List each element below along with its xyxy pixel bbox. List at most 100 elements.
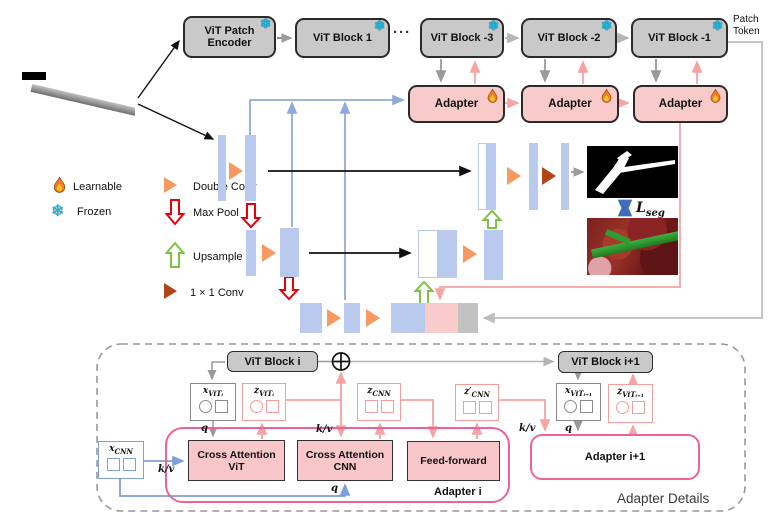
unet-dec1-bar-b — [561, 143, 569, 210]
port-q-xviti: q — [201, 423, 208, 434]
learnable-flame-icon — [601, 88, 612, 106]
mask-shape — [595, 151, 675, 194]
1x1-conv-icon — [542, 167, 556, 185]
feed-forward-box: Feed-forward — [407, 441, 500, 481]
square-token-icon — [122, 457, 136, 471]
arrow-image-to-unet — [137, 103, 215, 140]
unet-dec2-concat-white — [418, 230, 438, 278]
predicted-mask-image — [587, 146, 678, 198]
legend-flame-icon — [53, 175, 66, 198]
unet-dec1-concat-white — [478, 143, 487, 210]
port-kv-xcnn: k/v — [158, 464, 175, 475]
double-conv-icon — [262, 244, 276, 262]
double-conv-icon — [327, 309, 341, 327]
square-token-icon — [106, 457, 120, 471]
adapter-1-label: Adapter — [434, 98, 479, 110]
token-z-prime-cnn: z′CNN — [455, 384, 499, 421]
square-token-icon — [265, 399, 279, 413]
square-token-icon — [462, 400, 476, 414]
adapter-i-frame — [165, 427, 510, 503]
vit-block-minus3: ViT Block -3 ❄ — [420, 18, 504, 58]
unet-dec2-concat-blue — [438, 230, 457, 278]
frozen-snowflake-icon: ❄ — [260, 16, 271, 31]
unet-bottleneck-bar-b — [344, 303, 360, 333]
cross-attention-vit-box: Cross Attention ViT — [188, 440, 285, 481]
maxpool-arrow-1 — [240, 203, 262, 229]
vit-block-minus3-label: ViT Block -3 — [430, 32, 494, 44]
encoder-label-line1: ViT Patch — [204, 25, 255, 37]
port-q-xviti1: q — [565, 423, 572, 434]
token-z-vit-i: zViTᵢ — [242, 383, 286, 421]
circle-token-icon — [198, 399, 212, 413]
legend-learnable-label: Learnable — [73, 181, 122, 193]
wire-cnn-level1-adapter — [249, 94, 405, 135]
vit-block-1-label: ViT Block 1 — [312, 32, 373, 44]
maxpool-arrow-2 — [278, 276, 300, 301]
vit-block-i-plus-1: ViT Block i+1 — [558, 351, 653, 373]
token-x-cnn: xCNN — [98, 441, 144, 479]
square-token-icon — [380, 399, 394, 413]
vit-block-minus1-label: ViT Block -1 — [648, 32, 711, 44]
adapter-2-label: Adapter — [548, 98, 592, 110]
token-z-cnn: zCNN — [357, 383, 401, 421]
ground-truth-image — [587, 218, 678, 275]
adapter-i-plus-1-box: Adapter i+1 — [530, 434, 700, 480]
adapter-box-3: Adapter — [633, 85, 728, 123]
adapter-box-1: Adapter — [408, 85, 505, 123]
square-token-icon — [632, 400, 645, 414]
bottleneck-patch-token-feature — [458, 303, 478, 333]
vit-block-minus2-label: ViT Block -2 — [537, 32, 601, 44]
legend-max-pool-icon — [164, 198, 186, 231]
learnable-flame-icon — [487, 88, 498, 106]
image-corner-mask — [22, 72, 46, 80]
cross-attention-cnn-box: Cross Attention CNN — [297, 440, 393, 481]
unet-enc1-bar-b — [245, 135, 256, 201]
unet-enc2-bar-a — [246, 230, 256, 276]
adapter-3-label: Adapter — [658, 98, 703, 110]
port-kv-zpcnn: k/v — [519, 423, 536, 434]
upsample-arrow-1 — [413, 280, 435, 305]
double-conv-icon — [507, 167, 521, 185]
port-q-xcnn: q — [331, 483, 338, 494]
gt-instrument-green-tip — [604, 228, 632, 246]
legend-upsample-icon — [164, 241, 186, 274]
adapter-details-label: Adapter Details — [617, 491, 710, 506]
bottleneck-cnn-feature — [391, 303, 425, 333]
loss-label: Lseg — [636, 200, 665, 219]
vit-block-i: ViT Block i — [227, 351, 318, 372]
learnable-flame-icon — [710, 88, 721, 106]
bottleneck-adapter-feature — [425, 303, 458, 333]
patch-token-label: Patch Token — [733, 14, 760, 37]
frozen-snowflake-icon: ❄ — [374, 18, 385, 33]
legend-snowflake-icon: ❄ — [51, 203, 65, 220]
vit-block-1: ViT Block 1 ❄ — [295, 18, 390, 58]
token-x-vit-i: xViTᵢ — [190, 383, 236, 421]
legend-1x1-conv-label: 1 × 1 Conv — [190, 287, 244, 299]
port-kv-oplus: k/v — [316, 424, 333, 435]
token-x-vit-i1: xViTᵢ₊₁ — [556, 383, 601, 421]
encoder-label-line2: Encoder — [207, 37, 252, 49]
ellipsis-dots: ··· — [393, 24, 411, 41]
legend-max-pool-label: Max Pool — [193, 207, 239, 219]
square-token-icon — [214, 399, 228, 413]
circle-token-icon — [249, 399, 263, 413]
unet-dec2-bar — [484, 230, 503, 280]
vit-block-minus2: ViT Block -2 ❄ — [521, 18, 617, 58]
unet-bottleneck-bar-a — [300, 303, 322, 333]
unet-enc2-bar-b — [280, 228, 299, 277]
double-conv-icon — [463, 245, 477, 263]
instrument-shaft — [30, 83, 135, 117]
vit-patch-encoder-block: ViT Patch Encoder ❄ — [183, 16, 276, 58]
unet-enc1-bar-a — [218, 135, 226, 201]
legend-double-conv-icon — [164, 177, 177, 193]
legend-frozen-label: Frozen — [77, 206, 112, 218]
frozen-snowflake-icon: ❄ — [601, 18, 612, 33]
circle-token-icon — [616, 400, 629, 414]
square-token-icon — [478, 400, 492, 414]
gt-instrument-green — [591, 230, 678, 259]
double-conv-icon — [366, 309, 380, 327]
input-surgical-image — [22, 72, 135, 135]
double-conv-icon — [229, 162, 243, 180]
square-token-icon — [364, 399, 378, 413]
